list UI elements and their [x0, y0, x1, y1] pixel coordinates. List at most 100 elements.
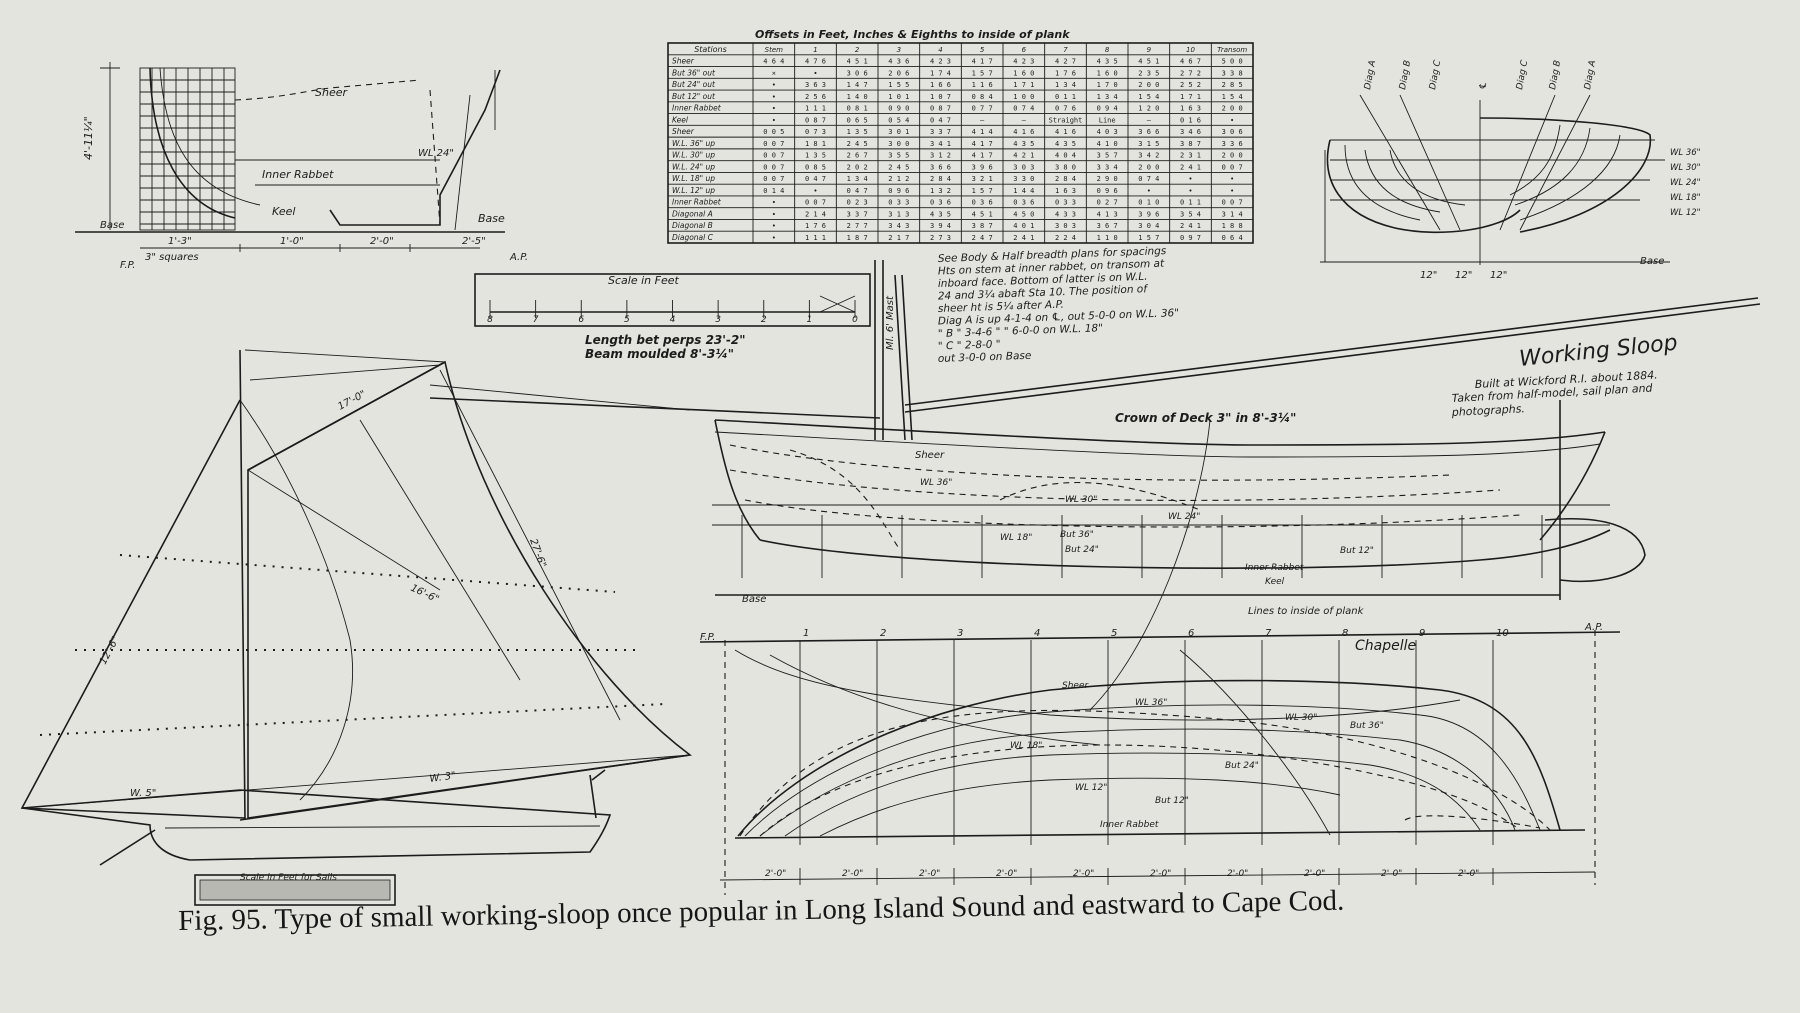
scale-tick-label: 3 — [715, 315, 721, 325]
offsets-cell: 3 3 7 — [847, 210, 868, 218]
body-plan-wl-label: WL 24" — [1670, 178, 1701, 188]
hb-spacing-label: 2'-0" — [1150, 869, 1171, 879]
profile-but36-label: But 36" — [1060, 530, 1094, 540]
offsets-cell: 2 2 4 — [1055, 234, 1076, 242]
profile-keel-label: Keel — [1265, 577, 1285, 587]
scale-bar-label: Scale in Feet — [608, 274, 679, 287]
offsets-cell: 3 5 4 — [1180, 210, 1201, 218]
note-line: sheer ht is 5¼ after A.P. — [938, 299, 1064, 315]
offsets-cell: 0 8 1 — [847, 105, 868, 113]
topping-lift — [244, 349, 446, 363]
detail-height-label: 4'-11¼" — [82, 116, 95, 160]
offsets-cell: 1 3 4 — [847, 175, 868, 183]
offsets-cell: 0 2 3 — [847, 199, 868, 207]
luff-length-label: 16'-6" — [409, 583, 441, 606]
offsets-cell: — — [1147, 116, 1152, 124]
offsets-cell: 4 1 7 — [972, 140, 993, 148]
hb-spacing-label: 2'-0" — [919, 869, 940, 879]
detail-dim-2: 1'-0" — [280, 236, 304, 247]
offsets-cell: 4 0 3 — [1097, 128, 1118, 136]
offsets-row-label: Diagonal A — [672, 209, 713, 218]
detail-dim-4: 2'-5" — [462, 236, 486, 247]
hb-but36-label: But 36" — [1350, 721, 1384, 731]
sail-scale-frame — [194, 874, 396, 906]
offsets-header-cell: 3 — [897, 46, 901, 54]
hb-but24-label: But 24" — [1225, 761, 1259, 771]
offsets-cell: 4 6 4 — [763, 58, 784, 66]
offsets-cell: 3 1 4 — [1222, 210, 1243, 218]
offsets-cell: • — [772, 199, 776, 207]
station-number: 1 — [803, 628, 809, 639]
offsets-cell: 0 0 5 — [763, 128, 784, 136]
scale-bar-frame — [474, 273, 871, 327]
offsets-cell: 2 1 4 — [805, 210, 826, 218]
spars: Ml. 6' Mast Crown of Deck 3" in 8'-3¼" — [429, 260, 1761, 441]
offsets-cell: 2 1 2 — [888, 175, 909, 183]
body-plan-spacing-1: 12" — [1420, 270, 1437, 281]
profile-transom — [1539, 431, 1606, 541]
offsets-cell: 4 3 6 — [888, 58, 909, 66]
offsets-cell: 2 4 7 — [972, 234, 993, 242]
offsets-row-label: But 36" out — [672, 68, 716, 77]
offsets-cell: × — [772, 69, 776, 77]
hb-wl18-label: WL 18" — [1010, 741, 1042, 751]
detail-transom — [329, 69, 501, 226]
body-plan-wl-labels: WL 36"WL 30"WL 24"WL 18"WL 12" — [1670, 148, 1701, 218]
hb-rabbet-label: Inner Rabbet — [1100, 820, 1159, 830]
mast-stub — [874, 260, 884, 440]
offsets-row-label: Inner Rabbet — [672, 198, 722, 207]
offsets-cell: 3 8 7 — [972, 222, 993, 230]
profile-wl30-label: WL 30" — [1065, 495, 1097, 505]
offsets-cell: 0 1 4 — [763, 187, 784, 195]
offsets-header-cell: 8 — [1105, 46, 1110, 54]
offsets-cell: 2 4 1 — [1180, 222, 1201, 230]
offsets-cell: 3 3 6 — [1222, 140, 1243, 148]
hb-spacing-label: 2'-0" — [1458, 869, 1479, 879]
scale-tick-label: 8 — [487, 315, 493, 325]
offsets-cell: • — [772, 222, 776, 230]
offsets-cell: 1 3 4 — [1097, 93, 1118, 101]
offsets-cell: 3 1 2 — [930, 152, 951, 160]
offsets-cell: 1 7 4 — [930, 69, 951, 77]
offsets-cell: 1 7 6 — [805, 222, 826, 230]
offsets-cell: 3 4 1 — [930, 140, 951, 148]
body-plan-starboard — [1479, 117, 1652, 233]
scale-tick-label: 0 — [852, 315, 858, 325]
body-plan-spacing-3: 12" — [1490, 270, 1507, 281]
body-plan-spacing-2: 12" — [1455, 270, 1472, 281]
offsets-cell: 2 0 6 — [888, 69, 909, 77]
offsets-cell: 0 6 5 — [847, 116, 868, 124]
offsets-cell: 4 1 6 — [1055, 128, 1076, 136]
offsets-cell: 4 3 5 — [930, 210, 951, 218]
detail-keel-label: Keel — [272, 205, 295, 218]
offsets-cell: 0 9 0 — [888, 105, 909, 113]
jib-leech-curve — [239, 399, 353, 801]
hb-spacing-label: 2'-0" — [1304, 869, 1325, 879]
offsets-cell: 3 8 7 — [1180, 140, 1201, 148]
boom-label: W. 3" — [429, 770, 457, 785]
offsets-cell: 3 3 0 — [1013, 175, 1034, 183]
note-line: " C " 2-8-0 " — [938, 338, 1001, 352]
offsets-cell: 5 0 0 — [1222, 58, 1243, 66]
scale-tick-label: 7 — [533, 315, 539, 325]
body-plan-top-label: Diag A — [1363, 60, 1378, 91]
offsets-cell: • — [1147, 187, 1151, 195]
offsets-row-label: Diagonal B — [672, 221, 713, 230]
body-plan-top-label: Diag C — [1515, 59, 1530, 91]
offsets-cell: 1 8 8 — [1222, 222, 1243, 230]
offsets-cell: 3 4 2 — [1138, 152, 1159, 160]
hb-spacing-label: 2'-0" — [1381, 869, 1402, 879]
offsets-cell: 2 0 2 — [847, 163, 868, 171]
offsets-cell: 1 3 5 — [847, 128, 868, 136]
offsets-cell: 4 1 7 — [972, 58, 993, 66]
offsets-cell: 0 4 7 — [847, 187, 868, 195]
offsets-cell: 1 3 2 — [930, 187, 951, 195]
profile-wl18-label: WL 18" — [1000, 533, 1032, 543]
station-number: 2 — [880, 628, 886, 639]
offsets-cell: 0 9 6 — [888, 187, 909, 195]
detail-squares-label: 3" squares — [145, 252, 199, 263]
gaff-length-label: 17'-0" — [336, 389, 368, 413]
offsets-cell: 1 8 1 — [805, 140, 826, 148]
